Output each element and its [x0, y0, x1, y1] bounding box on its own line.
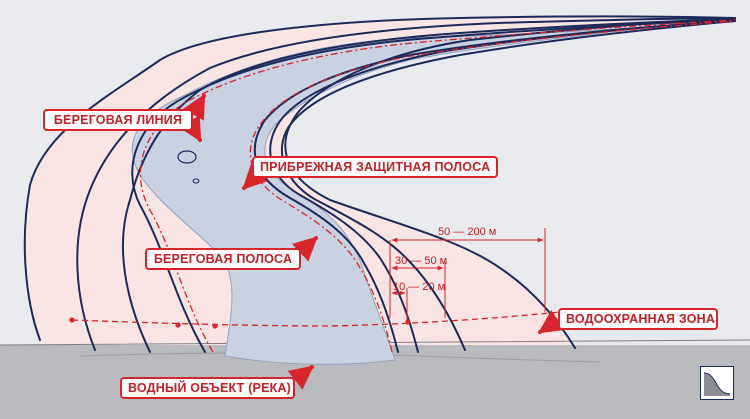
arrow-shoreline-down [178, 115, 202, 143]
label-coastal-protective-strip: ПРИБРЕЖНАЯ ЗАЩИТНАЯ ПОЛОСА [252, 156, 498, 178]
island-large [177, 150, 197, 164]
cross-section-line [71, 311, 561, 327]
shoreline-left [139, 19, 736, 353]
boundary-left-2 [76, 17, 736, 351]
arrow-shoreline-up [182, 93, 206, 121]
boundary-right-2 [269, 20, 736, 353]
label-water-protection-zone: ВОДООХРАННАЯ ЗОНА [558, 308, 718, 330]
label-shoreline: БЕРЕГОВАЯ ЛИНИЯ [43, 109, 193, 131]
island-small [192, 178, 200, 184]
section-dot [69, 317, 75, 323]
arrow-water-zone [538, 310, 565, 334]
dimension-guides [389, 228, 546, 322]
dimension-lines [391, 237, 544, 296]
label-water-body: ВОДНЫЙ ОБЪЕКТ (РЕКА) [120, 377, 295, 399]
label-coastal-strip: БЕРЕГОВАЯ ПОЛОСА [145, 248, 301, 270]
boundary-left-3 [121, 18, 736, 353]
boundary-left-4 [131, 19, 736, 353]
boundary-outer-left [23, 15, 736, 341]
dim-text-zone: 50 — 200 м [438, 226, 497, 238]
section-dot [212, 323, 218, 329]
dim-text-coastal: 10 — 20 м [393, 281, 446, 293]
section-dot [175, 322, 181, 328]
ground-strip [0, 345, 750, 419]
boundary-right-3 [281, 20, 736, 351]
slope-profile-icon [700, 366, 734, 400]
arrow-water-body [287, 365, 314, 390]
arrow-coastal [292, 236, 318, 262]
dim-text-protective: 30 — 50 м [395, 255, 448, 267]
section-dot [405, 319, 411, 325]
shoreline-right [249, 20, 736, 353]
shoreline-dashed [71, 19, 736, 353]
